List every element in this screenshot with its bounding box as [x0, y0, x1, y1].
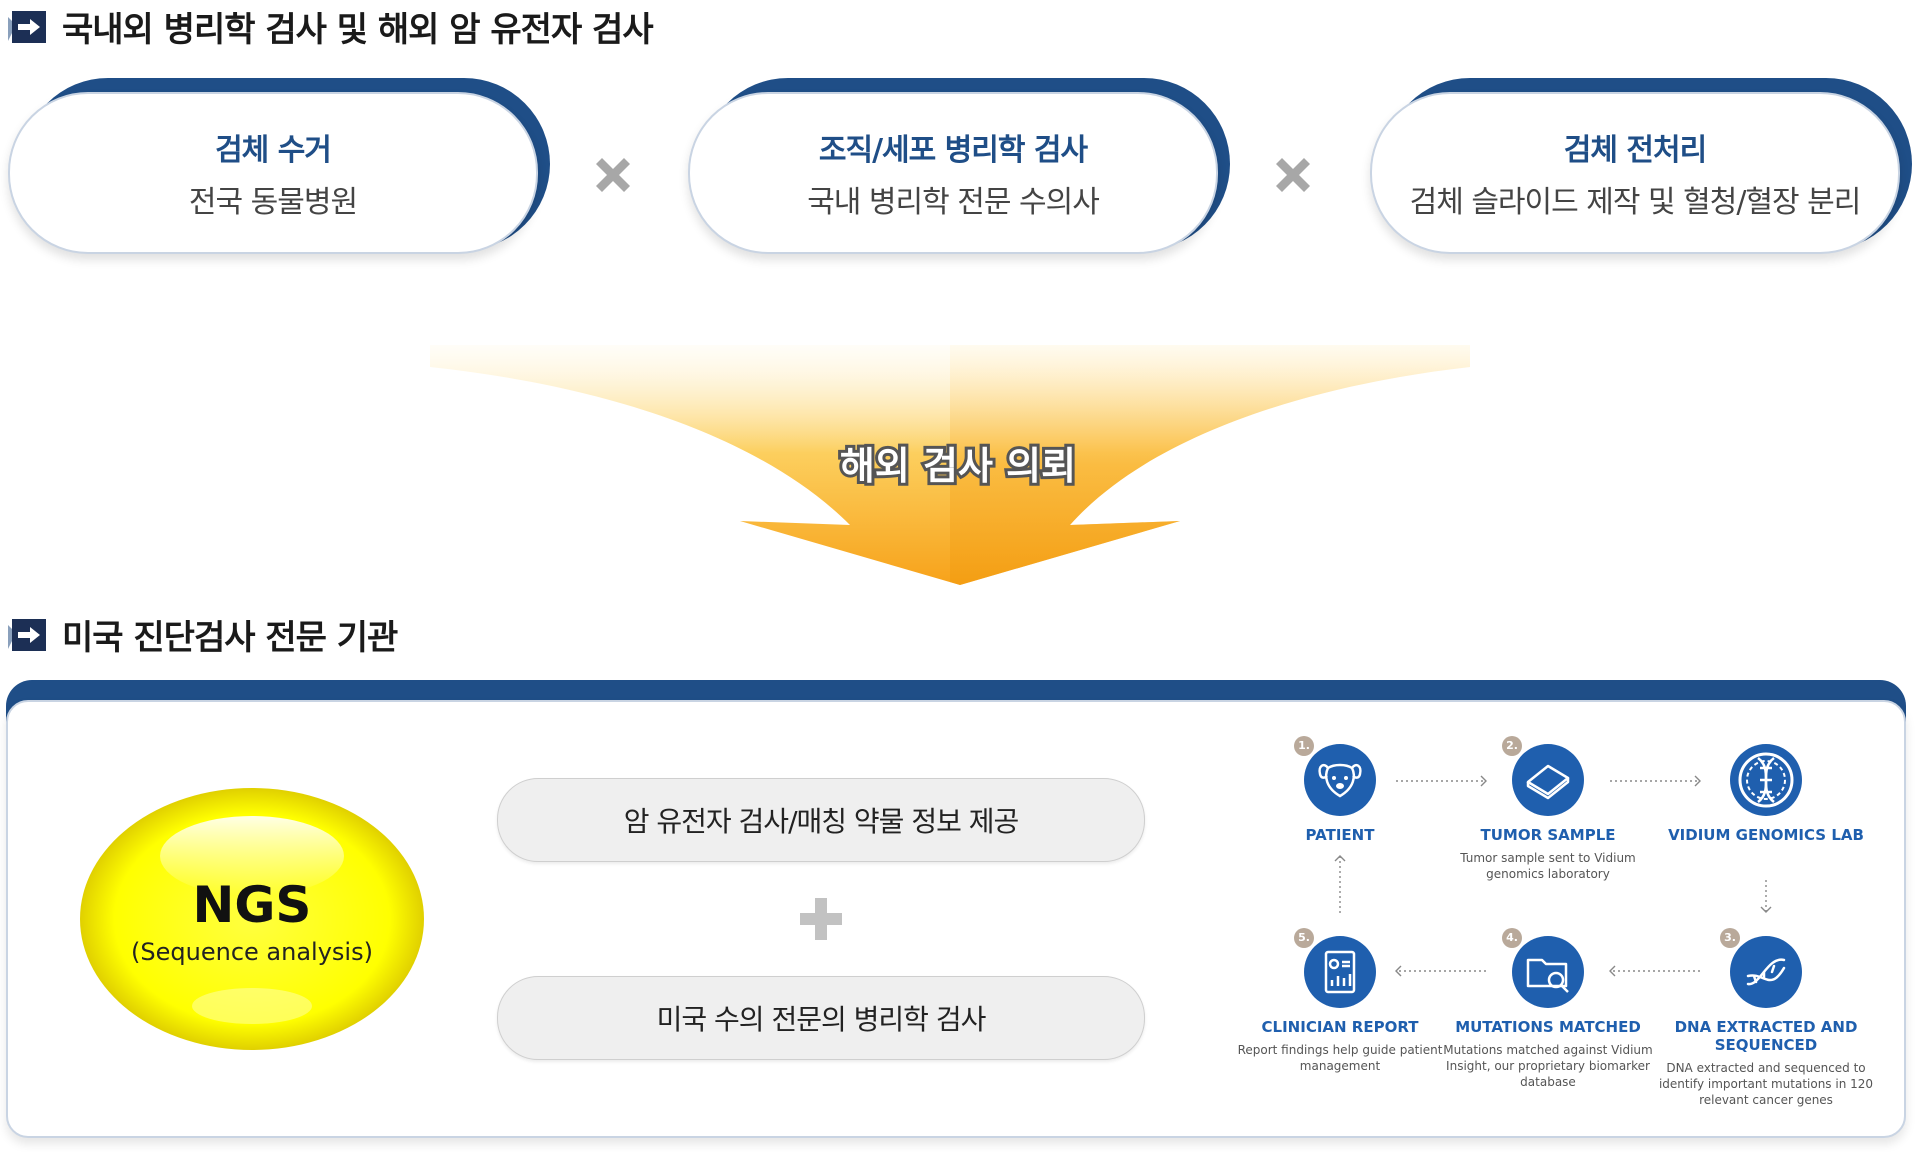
node-label: MUTATIONS MATCHED: [1455, 1018, 1641, 1036]
workflow-node-vidium-lab: VIDIUM GENOMICS LAB: [1656, 744, 1876, 844]
service-pill-genetic: 암 유전자 검사/매칭 약물 정보 제공: [497, 778, 1145, 862]
workflow-node-dna-extracted: 3. DNA EXTRACTED AND SEQUENCED DNA extra…: [1656, 928, 1876, 1108]
pill-subtitle: 전국 동물병원: [188, 185, 358, 220]
pill-title: 검체 수거: [215, 133, 332, 168]
step-number: 4.: [1502, 928, 1522, 948]
folder-search-icon: [1526, 958, 1569, 993]
ngs-badge: NGS (Sequence analysis): [78, 786, 426, 1052]
report-icon: [1324, 950, 1356, 994]
slide-icon: [1526, 764, 1570, 800]
node-label: DNA EXTRACTED AND SEQUENCED: [1674, 1018, 1858, 1054]
pill-subtitle: 국내 병리학 전문 수의사: [807, 185, 1100, 220]
node-description: Tumor sample sent to Vidium genomics lab…: [1460, 851, 1636, 881]
ngs-subtitle: (Sequence analysis): [131, 938, 373, 966]
workflow-node-tumor-sample: 2. TUMOR SAMPLE Tumor sample sent to Vid…: [1438, 736, 1658, 882]
pill-title: 조직/세포 병리학 검사: [818, 133, 1088, 168]
arrow-label: 해외 검사 의뢰: [840, 444, 1076, 488]
node-description: DNA extracted and sequenced to identify …: [1658, 1061, 1874, 1107]
arrow-right-icon: [8, 618, 46, 651]
section-title-2: 미국 진단검사 전문 기관: [8, 610, 398, 659]
workflow-node-patient: 1. PATIENT: [1230, 736, 1450, 844]
step-number: 5.: [1294, 928, 1314, 948]
dog-icon: [1318, 763, 1362, 798]
node-label: CLINICIAN REPORT: [1261, 1018, 1419, 1036]
node-label: PATIENT: [1305, 826, 1375, 844]
section-title-text: 국내외 병리학 검사 및 해외 암 유전자 검사: [62, 10, 654, 50]
step-pill-collection: 검체 수거 전국 동물병원: [8, 78, 550, 254]
node-description: Report findings help guide patient manag…: [1237, 1043, 1443, 1073]
plus-icon: [800, 898, 842, 940]
step-number: 3.: [1720, 928, 1740, 948]
pill-title: 검체 전처리: [1563, 133, 1707, 168]
pill-subtitle: 검체 슬라이드 제작 및 혈청/혈장 분리: [1409, 185, 1862, 220]
dna-logo-icon: [1738, 752, 1794, 808]
workflow-node-clinician-report: 5. CLINICIAN REPORT Report findings help…: [1230, 928, 1450, 1074]
funnel-arrow: 해외 검사 의뢰: [430, 345, 1470, 585]
times-icon: [1276, 158, 1310, 192]
workflow-node-mutations-matched: 4. MUTATIONS MATCHED Mutations matched a…: [1438, 928, 1658, 1090]
node-label: TUMOR SAMPLE: [1480, 826, 1616, 844]
step-pill-preprocessing: 검체 전처리 검체 슬라이드 제작 및 혈청/혈장 분리: [1370, 78, 1912, 254]
arrow-right-icon: [8, 10, 46, 43]
section-title-text: 미국 진단검사 전문 기관: [62, 618, 398, 658]
ngs-title: NGS: [192, 876, 312, 934]
workflow-connectors: [1334, 775, 1772, 977]
service-pill-pathology: 미국 수의 전문의 병리학 검사: [497, 976, 1145, 1060]
step-number: 1.: [1294, 736, 1314, 756]
step-pill-pathology: 조직/세포 병리학 검사 국내 병리학 전문 수의사: [688, 78, 1230, 254]
ngs-ellipse: [80, 788, 424, 1050]
node-label: VIDIUM GENOMICS LAB: [1668, 826, 1864, 844]
node-description: Mutations matched against Vidium Insight…: [1443, 1043, 1653, 1089]
step-number: 2.: [1502, 736, 1522, 756]
dna-icon: [1746, 958, 1786, 986]
section-title-1: 국내외 병리학 검사 및 해외 암 유전자 검사: [8, 2, 654, 51]
times-icon: [596, 158, 630, 192]
